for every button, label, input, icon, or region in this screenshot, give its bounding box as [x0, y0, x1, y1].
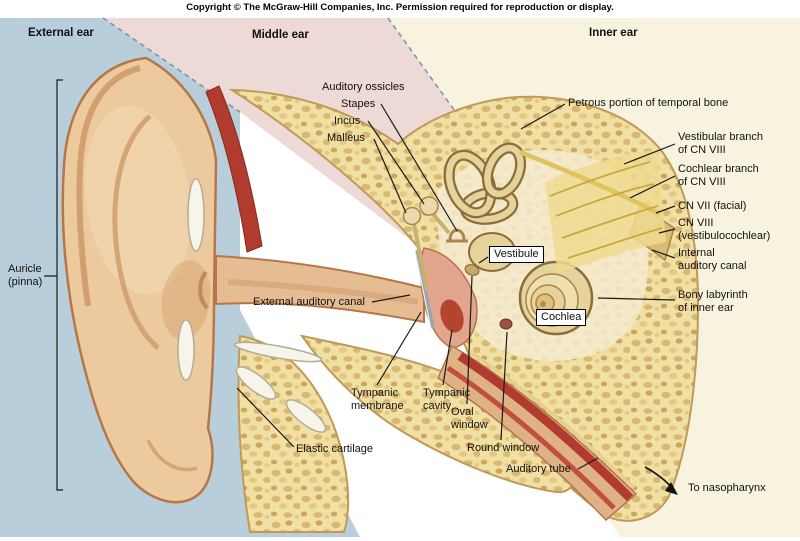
region-label-external-ear: External ear [28, 27, 94, 39]
label-malleus: Malleus [327, 132, 365, 144]
nasopharynx-arrow-icon [644, 466, 678, 495]
middle-ear-cavity [419, 247, 478, 349]
leader-lines [44, 79, 676, 491]
ossicles-group [402, 196, 468, 292]
label-stapes: Stapes [341, 98, 376, 110]
oval-window-shape [464, 264, 480, 276]
copyright-notice: Copyright © The McGraw-Hill Companies, I… [186, 2, 614, 13]
label-tympanic-cavity: Tympanic cavity [423, 387, 471, 412]
label-vestibule-box: Vestibule [489, 246, 544, 263]
label-auditory-ossicles: Auditory ossicles [322, 81, 405, 93]
label-incus: Incus [334, 115, 361, 127]
label-cochlea-box: Cochlea [536, 309, 587, 326]
label-cn7-facial: CN VII (facial) [678, 200, 747, 212]
muscle-stripe [205, 85, 263, 253]
label-internal-auditory-canal: Internal auditory canal [678, 247, 747, 272]
label-vestibular-branch: Vestibular branch of CN VIII [678, 131, 763, 156]
label-external-auditory-canal: External auditory canal [253, 296, 365, 308]
round-window-shape [499, 318, 513, 330]
label-elastic-cartilage: Elastic cartilage [296, 443, 374, 455]
pinna-shape [61, 56, 218, 504]
label-tympanic-membrane: Tympanic membrane [351, 387, 404, 412]
label-oval-window: Oval window [451, 406, 488, 431]
external-auditory-canal-shape [215, 254, 425, 324]
semicircular-canals [443, 142, 527, 225]
label-auditory-tube: Auditory tube [506, 463, 571, 475]
label-auricle-pinna: Auricle (pinna) [8, 263, 43, 288]
label-petrous-portion: Petrous portion of temporal bone [568, 97, 729, 109]
label-round-window: Round window [467, 442, 540, 454]
elastic-cartilage-shapes [177, 178, 327, 433]
auditory-tube-shape [437, 344, 638, 522]
region-label-middle-ear: Middle ear [252, 29, 309, 41]
region-label-inner-ear: Inner ear [589, 27, 638, 39]
label-to-nasopharynx: To nasopharynx [688, 482, 766, 494]
label-bony-labyrinth: Bony labyrinth of inner ear [678, 289, 748, 314]
nerve-fibers [519, 149, 675, 274]
label-cn8-vestibulocochlear: CN VIII (vestibulocochlear) [678, 217, 771, 242]
label-cochlear-branch: Cochlear branch of CN VIII [678, 163, 759, 188]
